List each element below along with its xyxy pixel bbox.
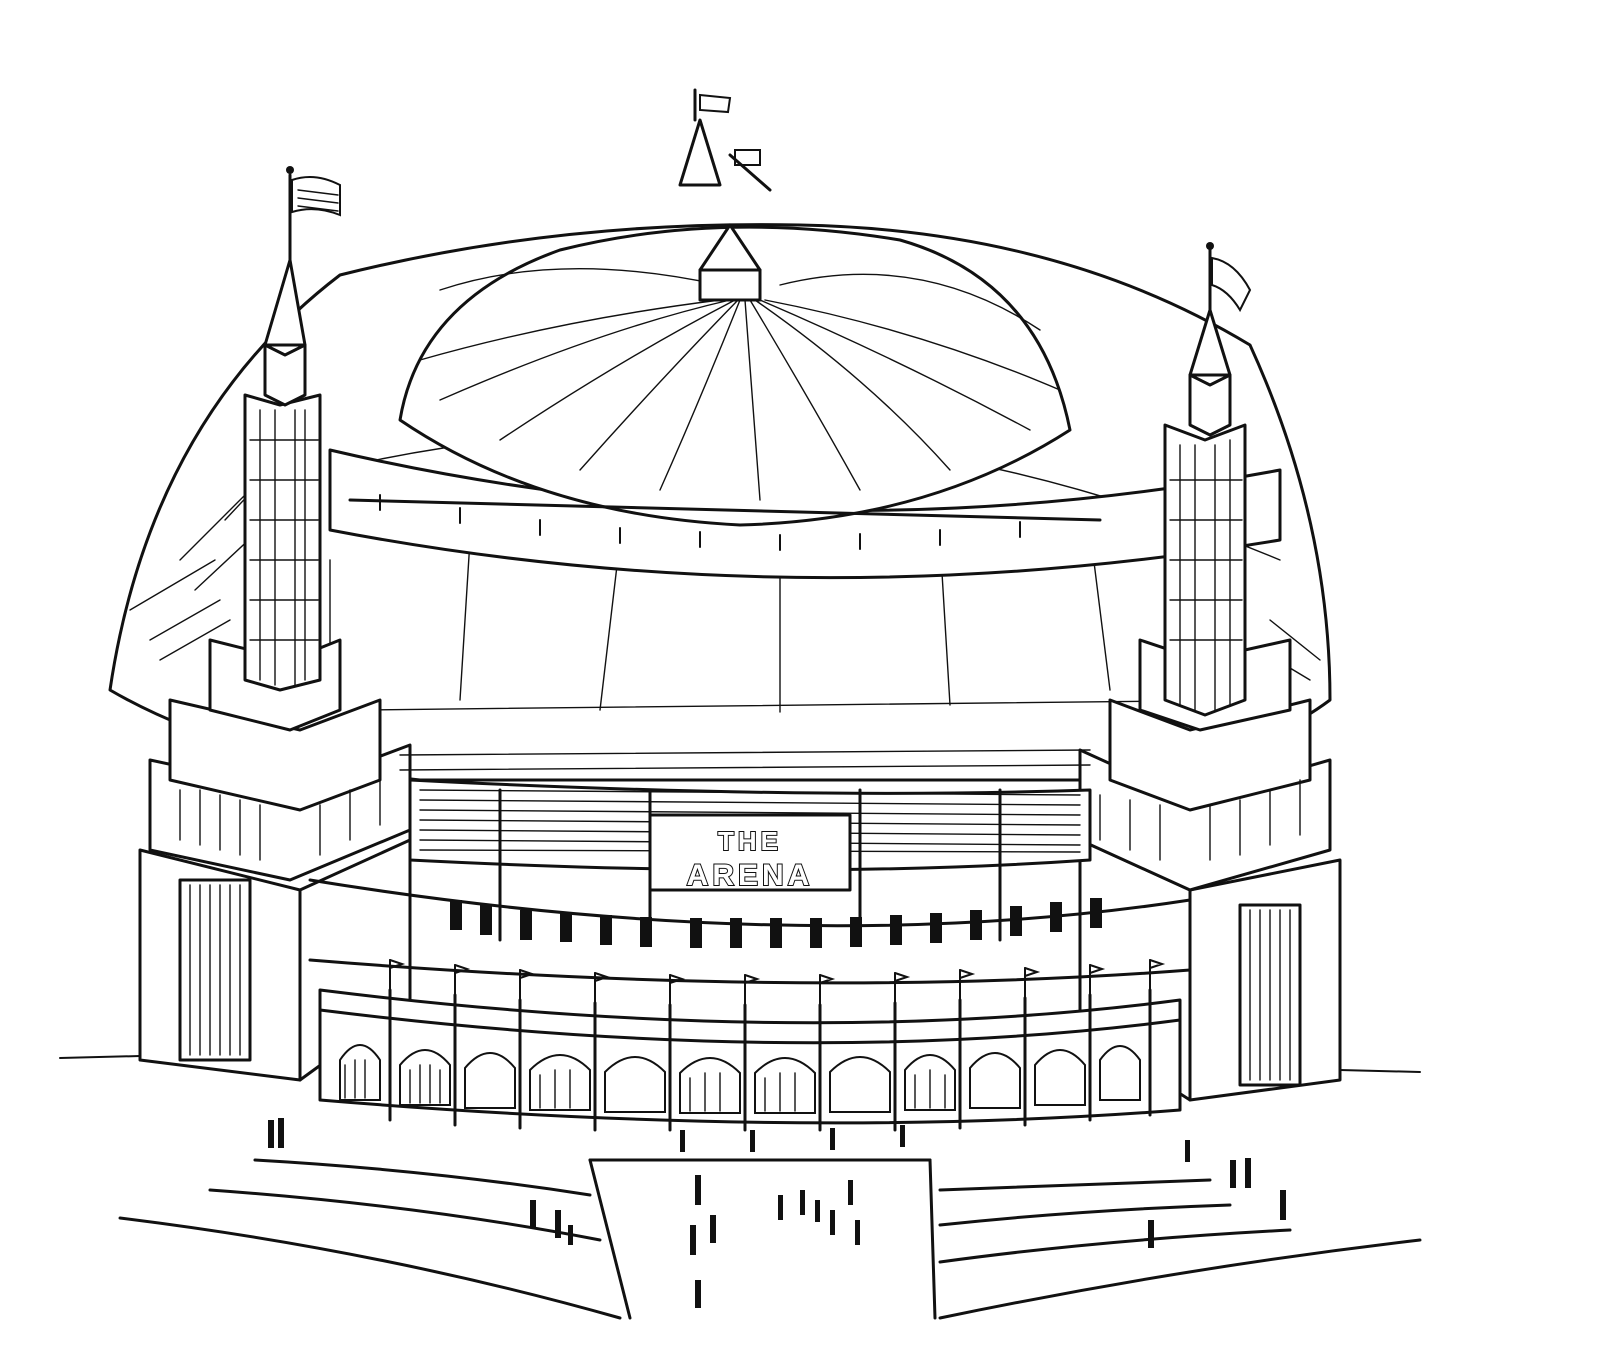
- sign-line-1: THE: [718, 826, 782, 856]
- right-tower: [1078, 242, 1342, 1102]
- ground-lines: [59, 1055, 1422, 1320]
- central-dome: [328, 225, 1282, 580]
- facade-banner: THE ARENA: [399, 749, 1092, 947]
- pedestrians: [268, 1118, 1286, 1308]
- arched-colonnade: [318, 959, 1182, 1132]
- window-row: [308, 878, 1192, 985]
- dome-lantern: [678, 88, 772, 302]
- sign-line-2: ARENA: [687, 859, 814, 892]
- left-tower: [138, 166, 412, 1082]
